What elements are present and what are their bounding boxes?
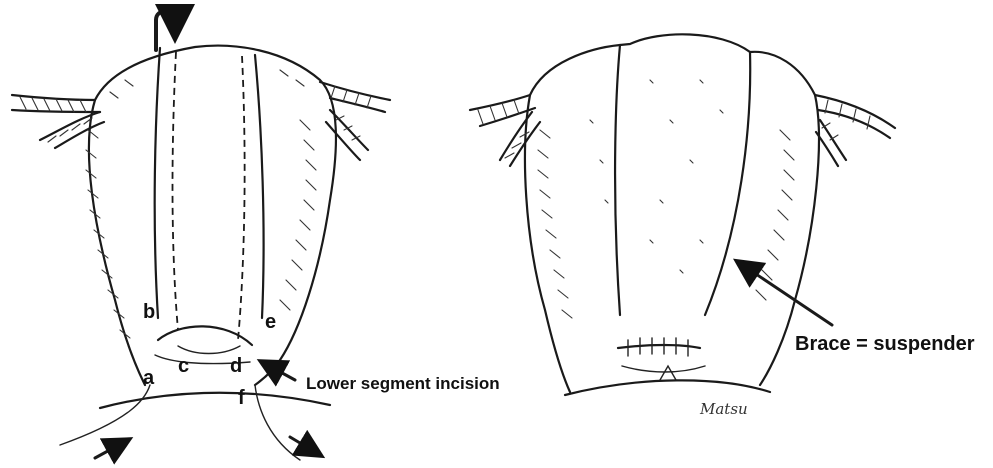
right-uterus-outline — [525, 34, 819, 392]
brace-pointer-arrow-icon — [738, 262, 832, 325]
left-side-hatching — [86, 70, 316, 338]
right-brace-fold-right — [705, 52, 750, 315]
right-lower-inner-curve — [622, 366, 705, 372]
entry-arrow-icon — [95, 440, 128, 458]
right-tube-hatching — [478, 100, 870, 158]
left-lower-line — [100, 393, 330, 408]
left-tube-right — [320, 82, 390, 112]
label-c: c — [178, 355, 189, 377]
left-uterus: b e a c d f Lower segment incision — [12, 11, 500, 460]
left-tube-left — [12, 95, 100, 112]
left-brace-line-right — [255, 55, 264, 318]
label-b: b — [143, 301, 155, 323]
brace-caption: Brace = suspender — [795, 333, 975, 355]
incision-pointer-arrow-icon — [262, 362, 295, 380]
left-suture-thread-in — [60, 385, 150, 445]
top-loop-arrow-icon — [156, 11, 175, 50]
right-side-hatching — [538, 80, 794, 318]
left-tube-hatching — [20, 86, 371, 142]
label-f: f — [238, 387, 245, 409]
label-d: d — [230, 355, 242, 377]
artist-signature: Matsu — [699, 400, 748, 418]
right-brace-fold-left — [615, 45, 620, 315]
left-dashed-line-left — [173, 52, 179, 330]
right-uterus: Brace = suspender Matsu — [470, 34, 975, 418]
left-ovary-ligament-right — [326, 110, 368, 160]
right-lower-line — [565, 380, 770, 395]
right-ligament-right — [816, 120, 846, 166]
label-a: a — [143, 367, 155, 389]
label-e: e — [265, 311, 276, 333]
right-knot — [660, 366, 676, 380]
exit-arrow-icon — [290, 437, 320, 455]
left-brace-line-left — [155, 48, 160, 318]
left-dashed-line-right — [238, 56, 245, 340]
lower-segment-incision — [158, 326, 252, 345]
incision-inner-curve — [178, 346, 240, 354]
incision-caption: Lower segment incision — [306, 374, 500, 393]
